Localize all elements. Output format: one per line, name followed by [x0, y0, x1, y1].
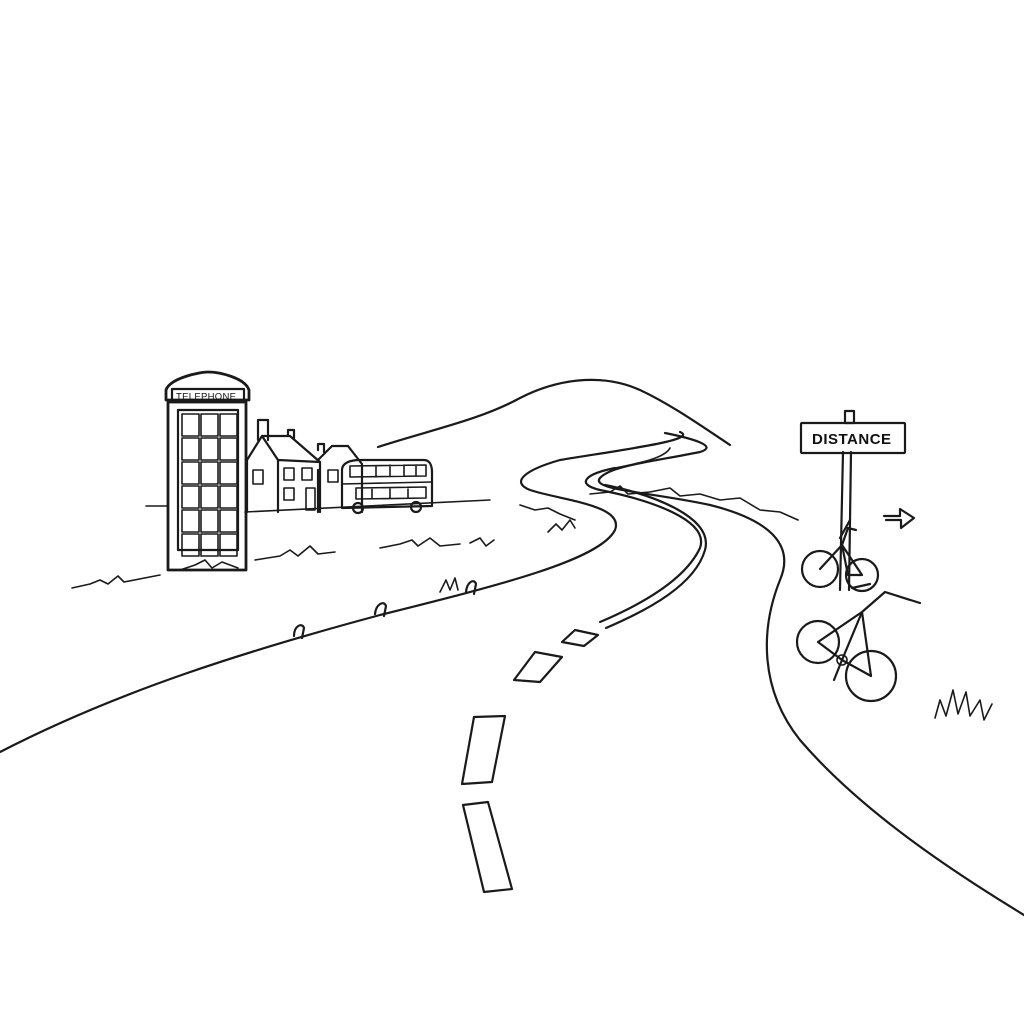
booth-window-pane [200, 485, 219, 509]
chimney [286, 428, 296, 440]
chimney [256, 418, 270, 442]
booth-window-pane [200, 437, 219, 461]
house-door [305, 487, 316, 511]
house-left [245, 434, 322, 514]
booth-window-pane [200, 533, 219, 557]
house-right [316, 444, 364, 514]
house-window [283, 467, 295, 481]
grass-tuft [519, 504, 576, 521]
booth-window-pane [181, 533, 200, 557]
grass-tuft [179, 559, 239, 571]
grass-tuft [439, 577, 459, 593]
grass-tufts [71, 485, 993, 721]
distant-hill [376, 378, 732, 449]
booth-window-pane [219, 509, 238, 533]
center-dash [560, 628, 600, 648]
bus-wheel [351, 501, 365, 515]
house-window [327, 469, 339, 483]
booth-window-pane [219, 485, 238, 509]
booth-window-pane [200, 413, 219, 437]
booth-window-pane [181, 509, 200, 533]
center-dash-strip-far [614, 447, 671, 469]
grass-tuft [547, 519, 576, 533]
bicycle-frame [816, 582, 922, 682]
house-window [283, 487, 295, 501]
grass-tuft [934, 689, 993, 721]
houses [245, 418, 364, 514]
marker-post [373, 602, 388, 618]
distance-sign-text: DISTANCE [812, 431, 892, 448]
bicycle-wheel [844, 557, 880, 593]
bicycle-lower [795, 582, 922, 703]
booth-window-pane [200, 461, 219, 485]
booth-sign-text: TELEPHONE [176, 392, 236, 403]
bicycle-wheel [795, 619, 841, 665]
road-marker-posts [292, 580, 478, 640]
house-window [301, 467, 313, 481]
booth-door-panel [176, 408, 240, 552]
house-window [252, 469, 264, 485]
bicycle-wheel [800, 549, 840, 589]
grass-tuft [589, 485, 799, 521]
grass-tuft [469, 537, 495, 547]
booth-roof [164, 370, 251, 402]
bicycle-crank [836, 654, 848, 666]
booth-window-pane [200, 509, 219, 533]
booth-window-pane [181, 461, 200, 485]
center-dash [460, 714, 507, 786]
center-dash [512, 650, 564, 684]
bus-wheel [409, 500, 423, 514]
road-edge-right [597, 431, 1024, 917]
booth-window-pane [181, 437, 200, 461]
bus-body [340, 458, 434, 510]
road-edge-left [0, 430, 684, 754]
bus-deck-line [341, 481, 433, 485]
bicycle-upper [800, 518, 880, 593]
booth-window-pane [219, 533, 238, 557]
bus-upper-windows [349, 464, 427, 478]
booth-window-pane [219, 437, 238, 461]
chimney [316, 442, 326, 454]
telephone-booth: TELEPHONE [164, 370, 251, 572]
booth-window-grid [181, 413, 238, 557]
grass-tuft [379, 537, 461, 549]
booth-window-pane [219, 461, 238, 485]
sign-post-top [843, 409, 856, 425]
booth-window-pane [181, 485, 200, 509]
booth-window-pane [219, 413, 238, 437]
bicycle-frame [818, 518, 864, 577]
center-dash-strip [584, 466, 707, 630]
double-decker-bus [340, 458, 434, 515]
center-dash [461, 800, 514, 894]
marker-post [464, 580, 478, 596]
booth-window-pane [181, 413, 200, 437]
distance-sign-board [799, 421, 907, 455]
marker-post [292, 624, 306, 640]
grass-tuft [254, 545, 336, 561]
grass-tuft [71, 574, 161, 589]
horizon-line-village [244, 499, 491, 513]
arrow-icon [882, 507, 916, 530]
center-line [460, 447, 707, 894]
bicycle-wheel [844, 649, 898, 703]
bus-lower-windows [355, 486, 427, 500]
